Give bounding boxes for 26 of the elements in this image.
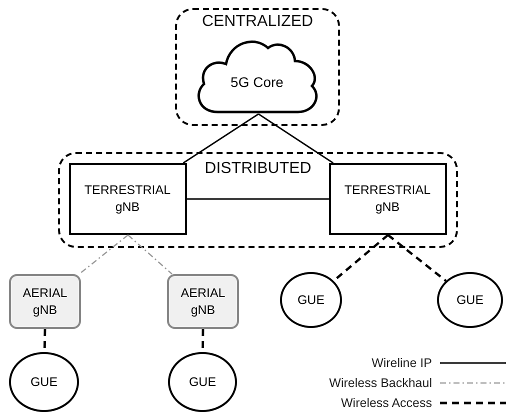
- node-label: TERRESTRIAL gNB: [83, 182, 172, 216]
- station-box: [328, 162, 446, 234]
- node-label: AERIAL gNB: [22, 284, 68, 318]
- node-label: GUE: [30, 374, 58, 390]
- group-boundary: [58, 152, 458, 248]
- station-box: [68, 162, 186, 234]
- connector-line: [258, 113, 334, 164]
- node-label: GUE: [188, 374, 216, 390]
- node-label: AERIAL gNB: [180, 284, 226, 318]
- connector-line: [78, 234, 128, 274]
- legend-label: Wireless Access: [341, 396, 432, 410]
- legend-label: Wireless Backhaul: [329, 376, 432, 390]
- node-label: 5G Core: [230, 74, 284, 90]
- group-boundary: [175, 8, 340, 126]
- legend-label: Wireline IP: [372, 356, 432, 370]
- aerial-station-box: [167, 274, 239, 329]
- node-label: GUE: [456, 292, 484, 308]
- connector-line: [182, 113, 259, 164]
- group-title: DISTRIBUTED: [204, 159, 312, 178]
- group-title: CENTRALIZED: [202, 12, 314, 31]
- node-label: TERRESTRIAL gNB: [343, 182, 432, 216]
- connector-line: [128, 234, 172, 274]
- connector-line: [187, 198, 329, 200]
- connector-line: [387, 234, 447, 282]
- aerial-station-box: [9, 274, 81, 329]
- node-label: GUE: [297, 292, 325, 308]
